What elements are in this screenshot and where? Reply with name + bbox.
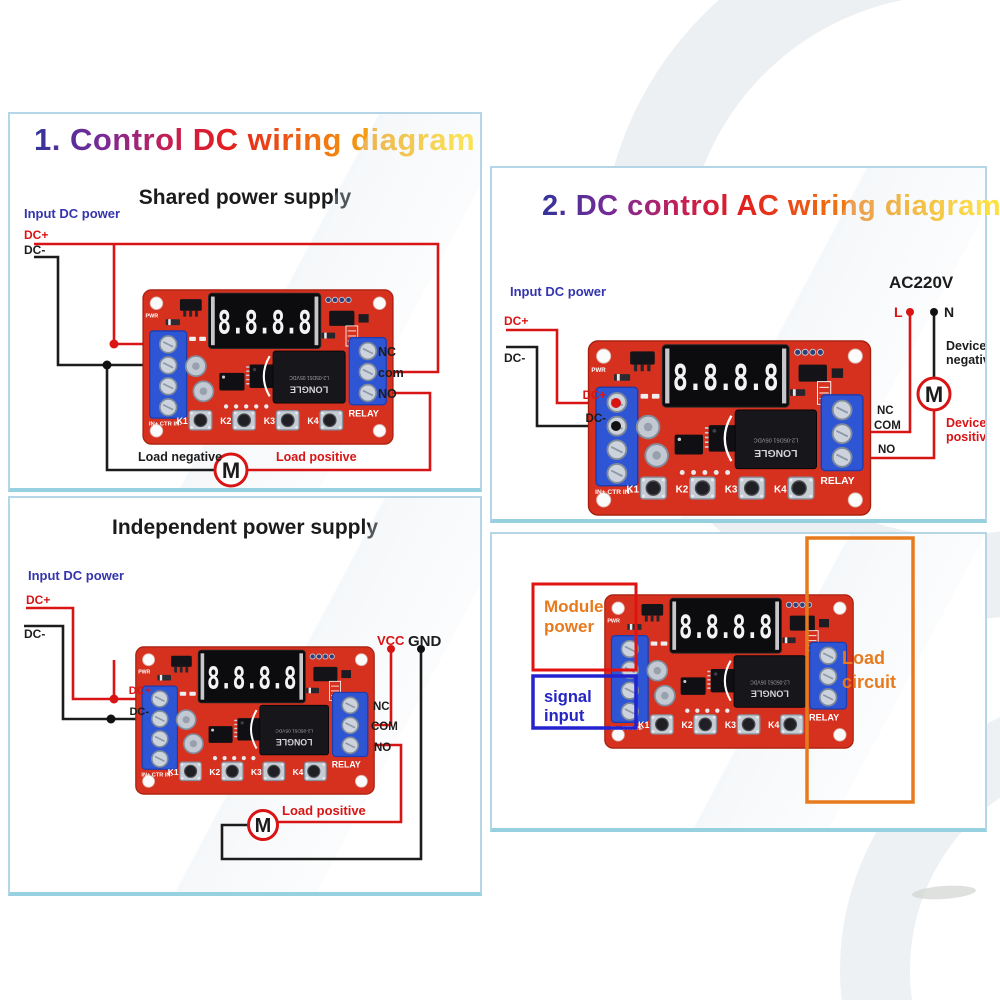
com-label: com bbox=[378, 366, 404, 380]
device-negative-label: Device bbox=[946, 339, 985, 353]
wiring-diagram-shared-supply: M Input DC power DC+ DC- NC com NO Load … bbox=[24, 206, 440, 488]
panel-control-dc: 1. Control DC wiring diagram Shared powe… bbox=[8, 112, 482, 492]
wiring-diagram-independent-supply: M Input DC power DC+ DC- DC+ DC- VCC GND… bbox=[24, 568, 442, 861]
panel-independent-supply: Independent power supply M Input DC powe… bbox=[8, 496, 482, 896]
junction-dot-red bbox=[109, 339, 119, 349]
line-label: L bbox=[894, 304, 903, 320]
wire-no-to-motor bbox=[847, 411, 936, 460]
dc-plus-inner-label: DC+ bbox=[583, 390, 607, 402]
dc-plus-label: DC+ bbox=[24, 228, 48, 242]
dc-minus-inner-label: DC- bbox=[586, 413, 607, 425]
module-power-label2: power bbox=[544, 617, 594, 636]
motor-label: M bbox=[255, 815, 272, 837]
wire-gnd-to-motor bbox=[220, 650, 423, 861]
dc-plus-inner-label: DC+ bbox=[129, 685, 151, 697]
dc-plus-label: DC+ bbox=[26, 593, 50, 607]
relay-module bbox=[604, 594, 854, 749]
module-zones-diagram: Module power signal input Load circuit bbox=[531, 536, 915, 804]
nc-label: NC bbox=[378, 345, 396, 359]
motor-symbol bbox=[247, 809, 279, 841]
wire-dc-minus bbox=[506, 345, 610, 428]
load-circuit-label: Load bbox=[842, 648, 885, 668]
panel2-title: 2. DC control AC wiring diagram bbox=[542, 190, 1000, 222]
dc-minus-label: DC- bbox=[504, 351, 525, 365]
com-label: COM bbox=[874, 420, 901, 432]
junction-dot-red bbox=[109, 694, 119, 704]
signal-input-label2: input bbox=[544, 707, 585, 725]
gnd-label: GND bbox=[408, 633, 442, 650]
load-negative-label: Load negative bbox=[138, 450, 222, 464]
dc-plus-label: DC+ bbox=[504, 314, 528, 328]
junction-dot-black bbox=[102, 360, 112, 370]
no-label: NO bbox=[374, 742, 391, 754]
neutral-label: N bbox=[944, 304, 954, 320]
nc-label: NC bbox=[877, 405, 894, 417]
panel1-title: 1. Control DC wiring diagram bbox=[34, 122, 476, 157]
terminal-dot-black bbox=[611, 421, 621, 431]
motor-label: M bbox=[925, 382, 943, 407]
module-power-label: Module bbox=[544, 597, 604, 616]
signal-input-zone bbox=[531, 674, 638, 730]
device-positive-label: Device bbox=[946, 416, 985, 430]
panel3-title: Independent power supply bbox=[111, 516, 379, 539]
load-positive-label: Load positive bbox=[282, 803, 366, 818]
module-power-zone bbox=[531, 582, 638, 672]
dc-minus-label: DC- bbox=[24, 627, 45, 641]
gnd-dot bbox=[417, 645, 425, 653]
device-negative-label2: negative bbox=[946, 353, 985, 367]
wire-dc-minus bbox=[34, 255, 160, 367]
motor-label: M bbox=[222, 458, 240, 483]
ac-voltage-label: AC220V bbox=[889, 273, 954, 292]
dc-minus-label: DC- bbox=[24, 243, 45, 257]
relay-module bbox=[587, 340, 872, 516]
motor-symbol bbox=[916, 376, 952, 412]
wiring-diagram-ac-load: M Input DC power DC+ DC- DC+ DC- AC220V … bbox=[504, 273, 985, 516]
nc-label: NC bbox=[373, 701, 390, 713]
neutral-dot bbox=[930, 308, 938, 316]
com-label: COM bbox=[371, 721, 398, 733]
panel-dc-control-ac: 2. DC control AC wiring diagram M Input … bbox=[490, 166, 1000, 523]
terminal-dot-red bbox=[611, 398, 621, 408]
wire-dc-plus-to-com bbox=[34, 242, 440, 374]
relay-module bbox=[135, 646, 375, 795]
wire-no-to-motor bbox=[278, 743, 403, 824]
input-dc-power-label: Input DC power bbox=[28, 568, 124, 583]
wire-load-negative bbox=[105, 365, 214, 472]
load-positive-label: Load positive bbox=[276, 450, 357, 464]
relay-module bbox=[142, 289, 394, 445]
motor-symbol bbox=[213, 452, 249, 488]
device-positive-label2: positive bbox=[946, 430, 985, 444]
panel-module-zones: Module power signal input Load circuit bbox=[490, 532, 987, 832]
load-circuit-label2: circuit bbox=[842, 672, 896, 692]
wire-no-to-motor bbox=[248, 391, 432, 472]
wire-dc-plus bbox=[506, 328, 610, 405]
vcc-dot bbox=[387, 645, 395, 653]
no-label: NO bbox=[378, 387, 397, 401]
dc-minus-inner-label: DC- bbox=[129, 706, 149, 718]
input-dc-power-label: Input DC power bbox=[24, 206, 120, 221]
line-dot bbox=[906, 308, 914, 316]
vcc-label: VCC bbox=[377, 633, 405, 648]
no-label: NO bbox=[878, 444, 895, 456]
input-dc-power-label: Input DC power bbox=[510, 284, 606, 299]
panel1-subtitle: Shared power supply bbox=[138, 186, 352, 209]
signal-input-label: signal bbox=[544, 688, 592, 706]
junction-dot-black bbox=[106, 714, 116, 724]
load-circuit-zone bbox=[805, 536, 915, 804]
